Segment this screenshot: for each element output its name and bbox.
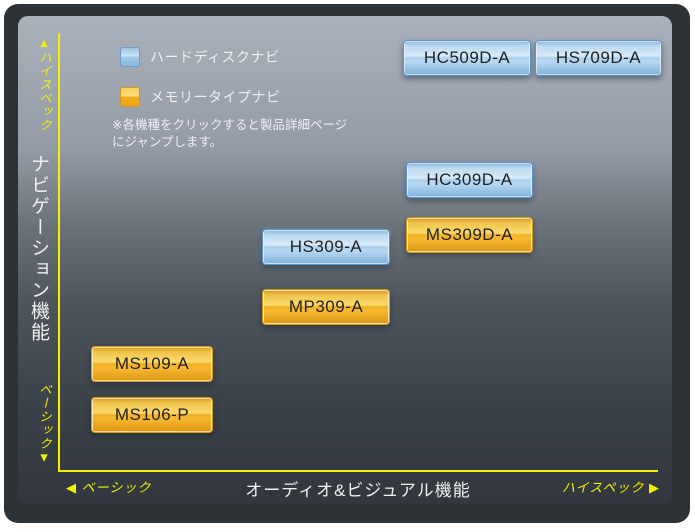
x-axis-low-label: ◀ ベーシック	[66, 480, 152, 495]
product-button-hc309d-a[interactable]: HC309D-A	[406, 162, 533, 198]
y-axis-high-label: ▲ハイスペック	[37, 36, 51, 132]
legend-label-hdd-navi: ハードディスクナビ	[150, 49, 280, 65]
product-button-ms109-a[interactable]: MS109-A	[91, 346, 213, 382]
legend-label-memory-navi: メモリータイプナビ	[150, 89, 281, 105]
product-button-hs709d-a[interactable]: HS709D-A	[535, 40, 662, 76]
x-axis-line	[58, 470, 658, 472]
x-axis-high-label: ハイスペック ▶	[561, 480, 660, 495]
product-button-hs309-a[interactable]: HS309-A	[262, 229, 390, 265]
y-axis-line	[58, 33, 60, 472]
product-button-hc509d-a[interactable]: HC509D-A	[403, 40, 531, 76]
note-line-2: にジャンプします。	[112, 135, 223, 149]
note-line-1: ※各機種をクリックすると製品詳細ページ	[112, 118, 348, 132]
product-button-ms106-p[interactable]: MS106-P	[91, 397, 213, 433]
memory-navi-swatch-icon	[120, 87, 140, 107]
y-axis-low-label: ベーシック▼	[37, 383, 51, 466]
note-text: ※各機種をクリックすると製品詳細ページ にジャンプします。	[112, 117, 347, 151]
product-button-ms309d-a[interactable]: MS309D-A	[406, 217, 533, 253]
product-button-mp309-a[interactable]: MP309-A	[262, 289, 390, 325]
legend-item-hdd-navi: ハードディスクナビ	[120, 47, 280, 67]
legend-item-memory-navi: メモリータイプナビ	[120, 87, 281, 107]
x-axis-title: オーディオ&ビジュアル機能	[245, 481, 471, 500]
hdd-navi-swatch-icon	[120, 47, 140, 67]
y-axis-title: ナビゲーション機能	[28, 154, 49, 343]
